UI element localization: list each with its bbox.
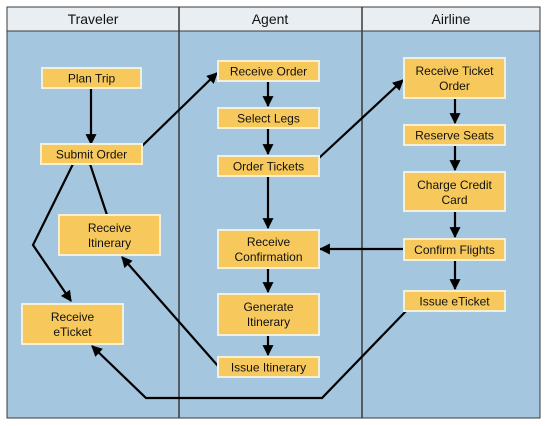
node-issue-eticket-label: Issue eTicket — [419, 295, 490, 309]
node-receive-confirmation-label-line2: Confirmation — [234, 250, 302, 264]
node-issue-eticket: Issue eTicket — [403, 290, 506, 312]
node-confirm-flights-label: Confirm Flights — [414, 243, 495, 257]
lane-title-airline: Airline — [432, 11, 471, 27]
node-reserve-seats-label: Reserve Seats — [415, 129, 494, 143]
edge-issue-eticket-to-receive-eticket — [91, 309, 408, 400]
node-select-legs: Select Legs — [217, 107, 320, 129]
node-confirm-flights: Confirm Flights — [403, 238, 506, 261]
edge-issue-itinerary-to-receive-itinerary — [121, 256, 219, 367]
node-receive-confirmation-label-line1: Receive — [247, 235, 291, 249]
edge-receive-itinerary-link-to-submit-order — [88, 163, 109, 216]
node-receive-eticket-label-line1: Receive — [51, 310, 95, 324]
node-issue-itinerary-label: Issue Itinerary — [231, 361, 306, 375]
node-receive-ticket-order-label-line2: Order — [439, 79, 470, 93]
nodes-layer: Plan Trip Submit Order Receive Itinerary… — [21, 57, 506, 378]
edges-layer — [31, 72, 461, 400]
node-submit-order-label: Submit Order — [56, 148, 127, 162]
node-traveler-receive-itinerary: Receive Itinerary — [58, 214, 161, 256]
node-generate-itinerary: Generate Itinerary — [217, 293, 320, 336]
node-select-legs-label: Select Legs — [237, 112, 300, 126]
node-charge-credit-card: Charge Credit Card — [403, 171, 506, 212]
lanes-header-strip — [7, 7, 540, 31]
node-traveler-receive-itinerary-label-line2: Itinerary — [88, 236, 131, 250]
lane-title-traveler: Traveler — [68, 11, 119, 27]
node-generate-itinerary-label-line2: Itinerary — [247, 315, 290, 329]
node-receive-order-label: Receive Order — [230, 65, 307, 79]
lanes-outline — [6, 6, 541, 419]
edge-submit-order-to-receive-order — [141, 72, 218, 147]
node-receive-ticket-order-label-line1: Receive Ticket — [415, 64, 494, 78]
edge-order-tickets-to-receive-ticket-order — [318, 79, 404, 159]
node-submit-order: Submit Order — [40, 143, 143, 165]
node-reserve-seats: Reserve Seats — [403, 124, 506, 146]
node-charge-credit-card-label-line1: Charge Credit — [417, 178, 492, 192]
node-charge-credit-card-label-line2: Card — [441, 193, 467, 207]
node-generate-itinerary-label-line1: Generate — [243, 300, 293, 314]
edge-submit-order-to-receive-eticket — [31, 163, 74, 302]
node-receive-ticket-order: Receive Ticket Order — [403, 57, 506, 99]
node-receive-order: Receive Order — [217, 60, 320, 82]
node-plan-trip-label: Plan Trip — [68, 72, 116, 86]
node-order-tickets: Order Tickets — [217, 155, 320, 177]
node-plan-trip: Plan Trip — [41, 67, 142, 89]
node-receive-eticket-label-line2: eTicket — [53, 325, 92, 339]
node-order-tickets-label: Order Tickets — [233, 160, 304, 174]
lane-title-agent: Agent — [252, 11, 289, 27]
node-traveler-receive-itinerary-label-line1: Receive — [88, 221, 132, 235]
node-receive-confirmation: Receive Confirmation — [217, 229, 320, 269]
node-issue-itinerary: Issue Itinerary — [217, 356, 320, 378]
node-receive-eticket: Receive eTicket — [21, 303, 124, 345]
